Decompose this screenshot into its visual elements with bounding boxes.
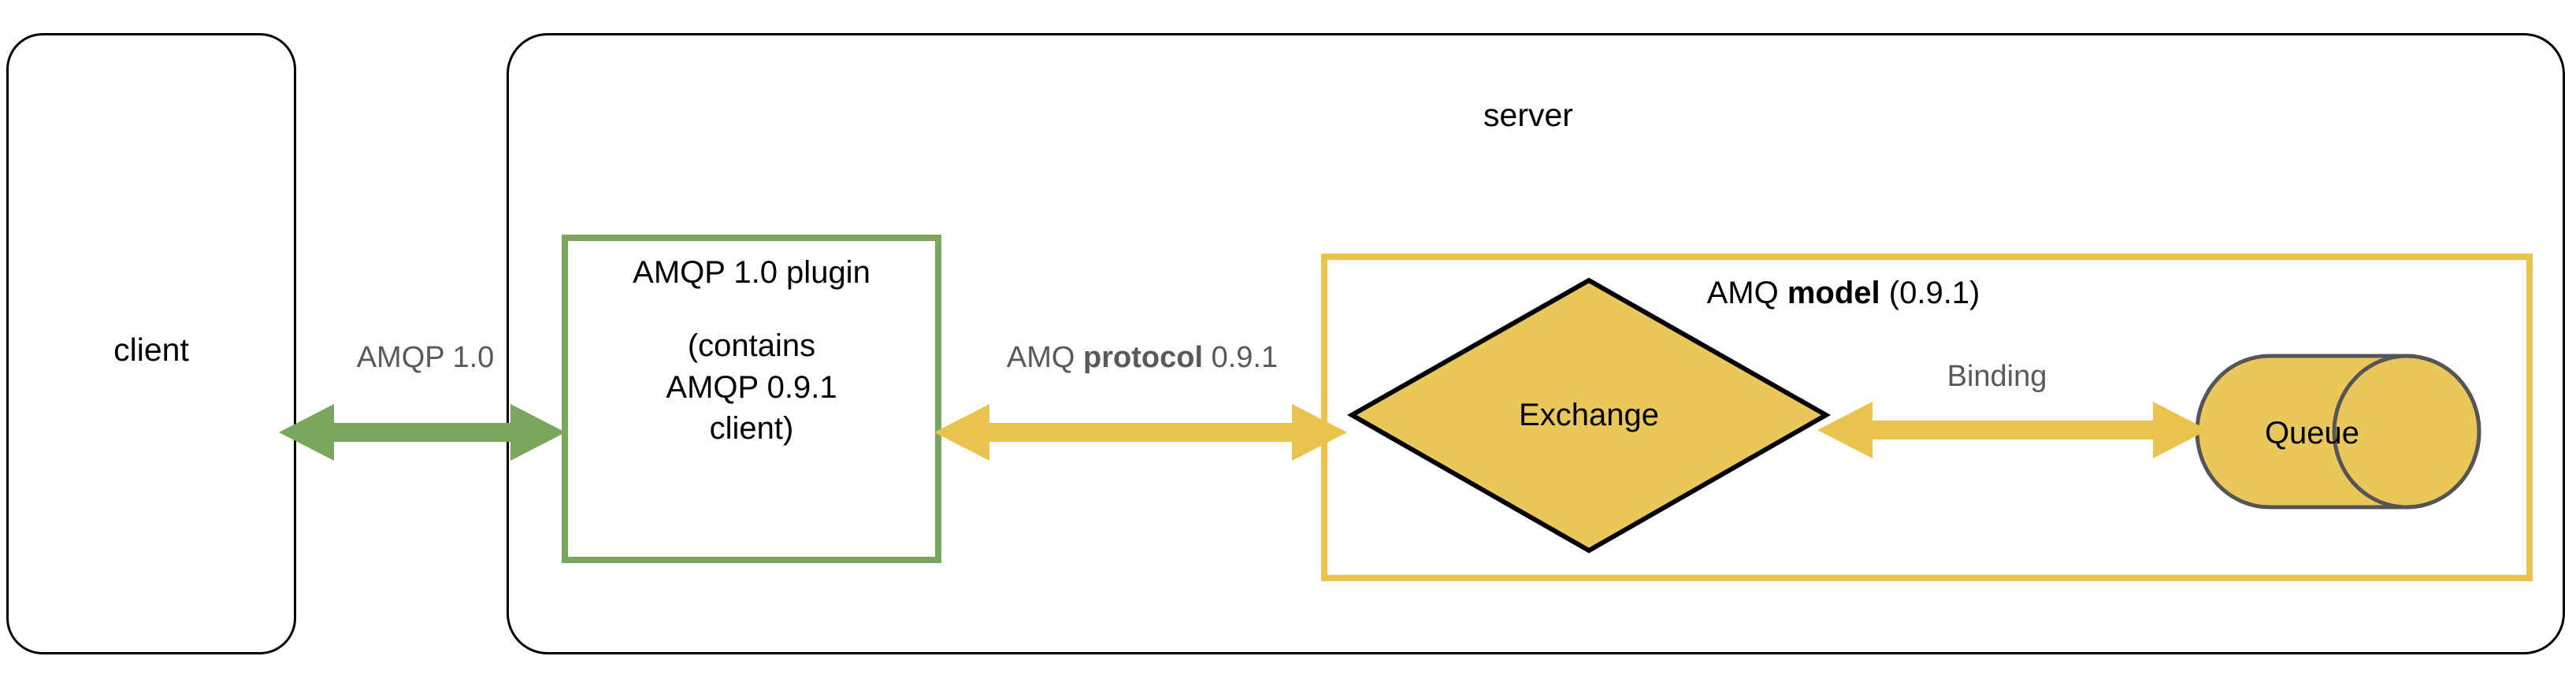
queue-cylinder-icon xyxy=(2195,354,2481,510)
queue-label: Queue xyxy=(2264,416,2360,450)
plugin-line-1: AMQP 1.0 plugin xyxy=(633,255,870,290)
client-boundary-box xyxy=(6,33,296,654)
amq-protocol-suffix: 0.9.1 xyxy=(1203,341,1279,374)
amqp-1-0-connector-label: AMQP 1.0 xyxy=(356,341,495,374)
amq-protocol-connector-label: AMQ protocol 0.9.1 xyxy=(898,341,1386,375)
amq-model-bold: model xyxy=(1787,276,1880,310)
amq-model-box xyxy=(1321,254,2533,581)
amq-model-label: AMQ model (0.9.1) xyxy=(1568,276,2119,311)
server-boundary-box xyxy=(507,33,2565,654)
exchange-diamond-icon xyxy=(1347,277,1831,554)
amqp-1-0-plugin-text: AMQP 1.0 plugin (contains AMQP 0.9.1 cli… xyxy=(562,252,941,450)
plugin-line-2: (contains xyxy=(687,328,816,363)
binding-connector-arrow xyxy=(1817,402,2208,458)
amq-protocol-bold: protocol xyxy=(1083,341,1204,374)
plugin-line-3: AMQP 0.9.1 xyxy=(666,369,837,405)
plugin-line-4: client) xyxy=(709,411,794,447)
amq-model-prefix: AMQ xyxy=(1706,276,1787,310)
exchange-label: Exchange xyxy=(1519,398,1659,432)
amq-protocol-prefix: AMQ xyxy=(1006,341,1084,374)
plugin-spacer xyxy=(562,294,941,325)
amqp-1-0-connector-arrow xyxy=(279,404,566,461)
amqp-1-0-plugin-box xyxy=(562,235,941,563)
binding-connector-label: Binding xyxy=(1947,360,2047,393)
server-label: server xyxy=(1483,97,1573,133)
client-label: client xyxy=(113,332,189,368)
amq-protocol-connector-arrow xyxy=(934,404,1347,461)
amq-model-suffix: (0.9.1) xyxy=(1880,276,1980,310)
